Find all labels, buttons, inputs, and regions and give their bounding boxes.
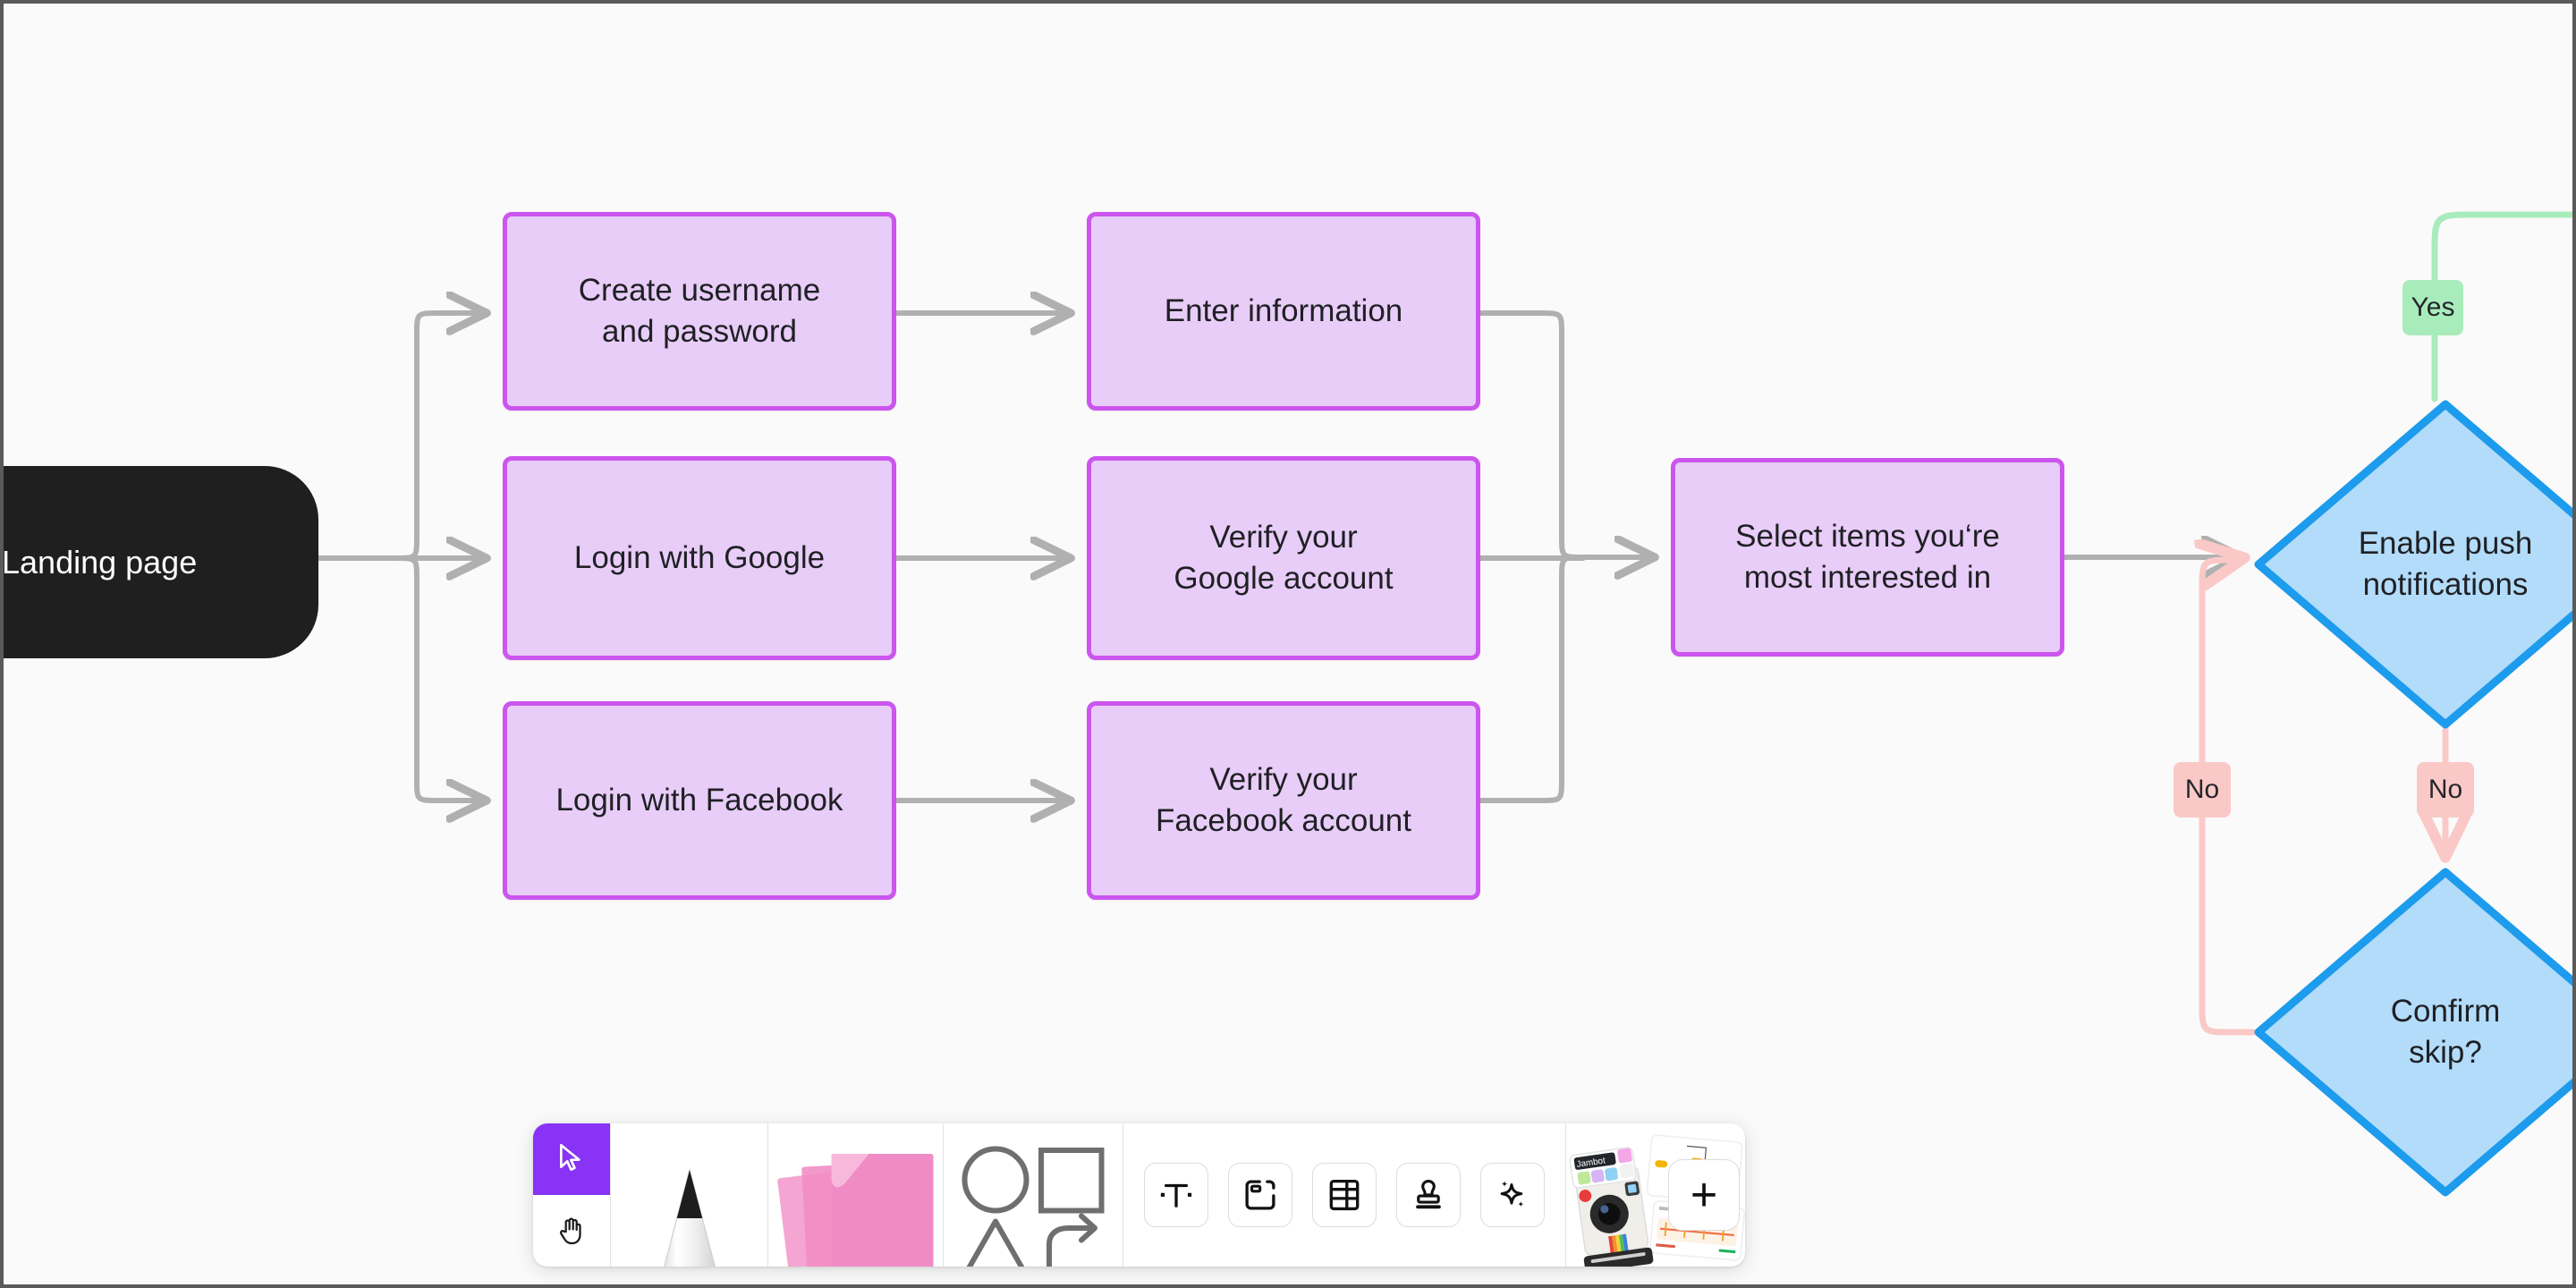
sticky-note-tool-button[interactable] xyxy=(768,1123,943,1267)
node-label: Login with Google xyxy=(573,539,826,575)
text-icon xyxy=(1160,1183,1192,1208)
node-confirm-skip[interactable]: Confirm skip? xyxy=(2253,867,2572,1198)
node-label: Enable push notifications xyxy=(2358,525,2533,602)
pen-tool-button[interactable] xyxy=(611,1123,767,1267)
text-tool-button[interactable] xyxy=(1144,1163,1208,1227)
node-enter-information[interactable]: Enter information xyxy=(1087,212,1480,411)
node-label: Confirm skip? xyxy=(2390,993,2501,1070)
node-label: Select items you‘re most interested in xyxy=(1735,518,2000,595)
toolbar-divider xyxy=(767,1123,768,1267)
sparkle-icon xyxy=(1500,1181,1524,1208)
table-icon xyxy=(1329,1179,1360,1211)
plus-icon: + xyxy=(1690,1169,1718,1221)
node-verify-facebook[interactable]: Verify your Facebook account xyxy=(1087,701,1480,900)
canvas[interactable]: Landing page Create username and passwor… xyxy=(4,4,2572,1284)
edge-label-text: No xyxy=(2428,775,2463,804)
node-create-username[interactable]: Create username and password xyxy=(503,212,896,411)
node-landing-page[interactable]: Landing page xyxy=(2,466,318,658)
diamond-shape xyxy=(2254,400,2572,729)
node-select-items[interactable]: Select items you‘re most interested in xyxy=(1671,458,2064,657)
mode-column xyxy=(533,1123,610,1267)
node-enable-push-notifications[interactable]: Enable push notifications xyxy=(2253,399,2572,730)
select-tool-button[interactable] xyxy=(533,1123,610,1195)
pen-icon xyxy=(663,1167,716,1267)
sticky-note-icon xyxy=(777,1154,934,1267)
toolbar-divider xyxy=(610,1123,611,1267)
jambot-label: Jambot xyxy=(1576,1156,1606,1169)
edge-label-text: No xyxy=(2184,775,2220,804)
hand-icon xyxy=(559,1217,581,1245)
node-label: Login with Facebook xyxy=(555,782,843,818)
node-label: Verify your Google account xyxy=(1174,519,1394,596)
edge-label-no-push[interactable]: No xyxy=(2417,762,2474,818)
edge-label-yes[interactable]: Yes xyxy=(2402,280,2463,335)
edge-label-no-confirm[interactable]: No xyxy=(2174,762,2231,818)
cursor-arrow-icon xyxy=(560,1144,580,1171)
frame-tool-button[interactable] xyxy=(1228,1163,1292,1227)
frame-icon xyxy=(1245,1180,1275,1210)
stamp-tool-button[interactable] xyxy=(1396,1163,1461,1227)
ai-assist-button[interactable] xyxy=(1480,1163,1545,1227)
toolbar-insert-group xyxy=(1123,1123,1565,1267)
diamond-shape xyxy=(2254,868,2572,1197)
shapes-icon xyxy=(962,1146,1105,1267)
table-tool-button[interactable] xyxy=(1312,1163,1377,1227)
node-label: Enter information xyxy=(1164,292,1403,328)
node-label: Landing page xyxy=(2,543,198,580)
toolbar[interactable]: Jambot xyxy=(533,1123,1745,1267)
toolbar-divider xyxy=(943,1123,944,1267)
pan-tool-button[interactable] xyxy=(533,1195,610,1267)
widgets-tool-button[interactable]: Jambot xyxy=(1566,1123,1745,1267)
node-label: Create username and password xyxy=(578,272,821,349)
edge-label-text: Yes xyxy=(2411,292,2455,322)
toolbar-divider xyxy=(1565,1123,1566,1267)
node-label: Verify your Facebook account xyxy=(1155,761,1411,838)
node-verify-google[interactable]: Verify your Google account xyxy=(1087,456,1480,660)
add-widget-button[interactable]: + xyxy=(1668,1159,1740,1231)
node-login-facebook[interactable]: Login with Facebook xyxy=(503,701,896,900)
shapes-tool-button[interactable] xyxy=(944,1123,1123,1267)
stamp-icon xyxy=(1416,1180,1441,1209)
toolbar-mode-group xyxy=(533,1123,610,1267)
node-login-google[interactable]: Login with Google xyxy=(503,456,896,660)
